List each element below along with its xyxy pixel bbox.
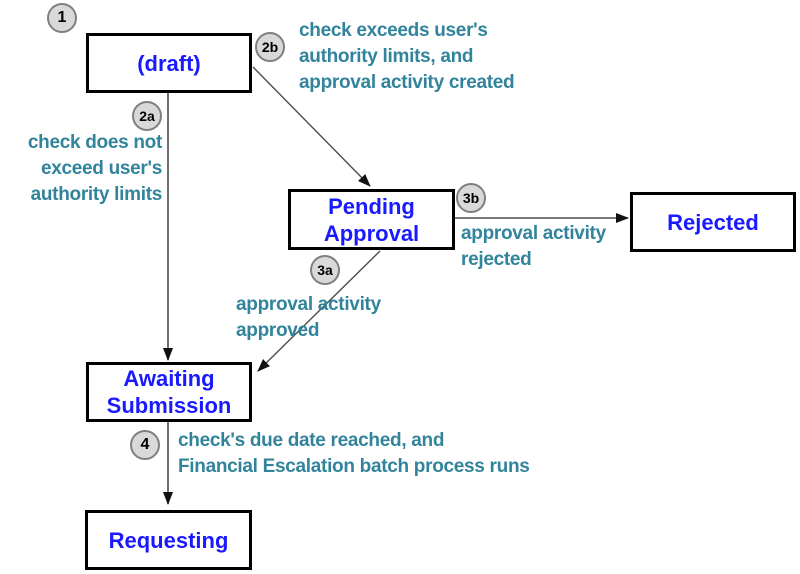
- transition-label-3b: approval activity rejected: [461, 223, 606, 270]
- state-awaiting-submission: Awaiting Submission: [86, 362, 252, 422]
- state-draft: (draft): [86, 33, 252, 93]
- step-badge-3b: 3b: [456, 183, 486, 213]
- transition-label-2a: check does not exceed user's authority l…: [27, 132, 162, 205]
- state-requesting: Requesting: [85, 510, 252, 570]
- step-badge-2a: 2a: [132, 101, 162, 131]
- step-badge-2b: 2b: [255, 32, 285, 62]
- step-badge-4: 4: [130, 430, 160, 460]
- state-pending-approval: Pending Approval: [288, 189, 455, 250]
- step-badge-1: 1: [47, 3, 77, 33]
- step-badge-3a: 3a: [310, 255, 340, 285]
- transition-label-3a: approval activity approved: [236, 294, 381, 341]
- transition-label-2b: check exceeds user's authority limits, a…: [299, 20, 515, 93]
- transition-label-4: check's due date reached, and Financial …: [178, 430, 530, 477]
- state-rejected: Rejected: [630, 192, 796, 252]
